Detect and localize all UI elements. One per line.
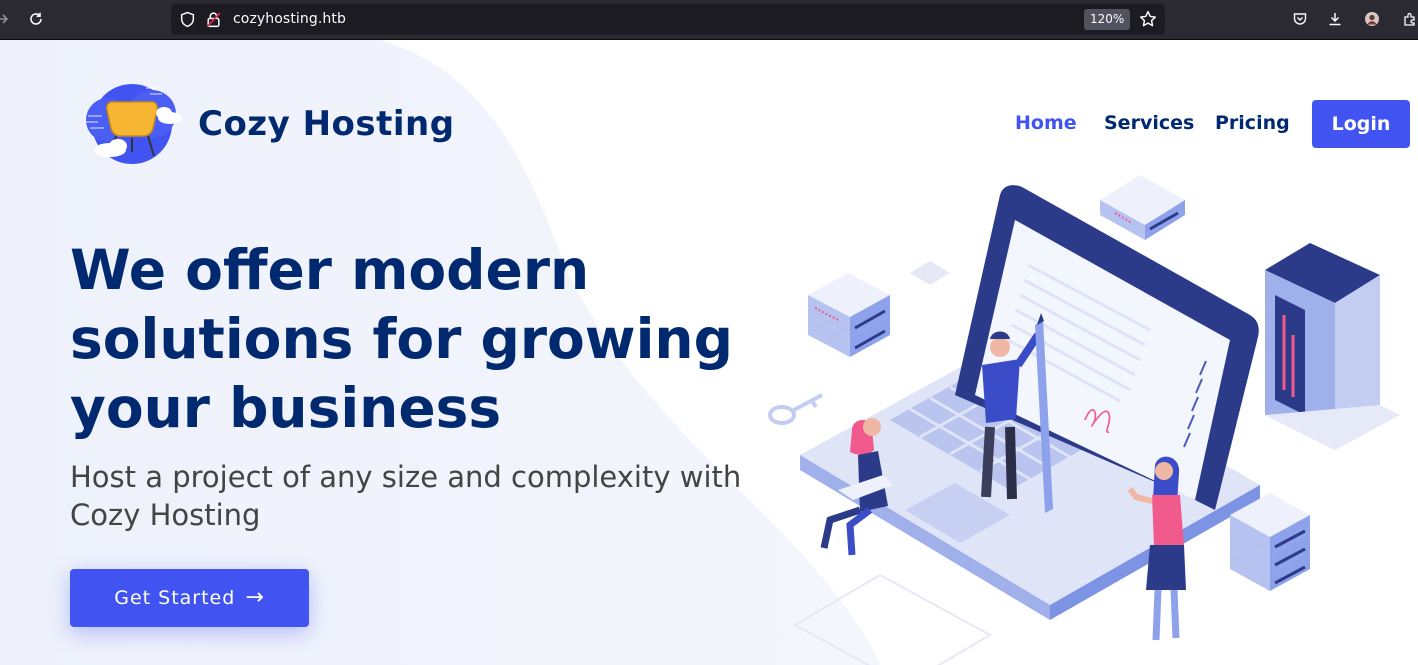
server-tower	[1265, 243, 1400, 450]
nav-home[interactable]: Home	[1015, 112, 1077, 134]
server-bottom-right	[1230, 493, 1310, 591]
insecure-lock-icon[interactable]	[205, 11, 222, 28]
downloads-icon[interactable]	[1324, 8, 1346, 30]
hero-subtitle: Host a project of any size and complexit…	[70, 460, 742, 532]
nav-services[interactable]: Services	[1104, 112, 1195, 134]
pocket-icon[interactable]	[1289, 8, 1311, 30]
profile-avatar-icon[interactable]	[1361, 8, 1383, 30]
get-started-label: Get Started	[114, 587, 236, 609]
url-text[interactable]: cozyhosting.htb	[233, 11, 346, 27]
forward-icon[interactable]	[0, 8, 14, 30]
tracking-shield-icon[interactable]	[179, 11, 196, 28]
arrow-right-icon: →	[245, 585, 265, 610]
hero-background-shape	[0, 40, 880, 665]
bookmark-star-icon[interactable]	[1139, 10, 1157, 28]
nav-pricing[interactable]: Pricing	[1215, 112, 1290, 134]
extensions-icon[interactable]	[1399, 8, 1418, 30]
page: Cozy Hosting Home Services Pricing Login…	[0, 40, 1418, 665]
key-icon	[768, 393, 823, 425]
zoom-level-badge[interactable]: 120%	[1084, 9, 1131, 30]
server-left	[808, 273, 890, 357]
login-button[interactable]: Login	[1312, 100, 1410, 148]
brand-name[interactable]: Cozy Hosting	[198, 104, 455, 144]
cozy-hosting-logo[interactable]	[80, 80, 184, 168]
person-sitting	[820, 418, 893, 556]
server-top	[1100, 175, 1185, 240]
hero-illustration	[768, 175, 1400, 665]
person-standing	[981, 313, 1053, 513]
person-pink	[1127, 456, 1186, 641]
get-started-button[interactable]: Get Started →	[70, 569, 309, 627]
address-bar[interactable]: cozyhosting.htb 120%	[171, 4, 1165, 35]
reload-icon[interactable]	[25, 8, 47, 30]
laptop-screen-paper	[975, 220, 1230, 500]
browser-toolbar: cozyhosting.htb 120%	[0, 0, 1418, 40]
hero-title: We offer modern solutions for growing yo…	[70, 238, 733, 440]
